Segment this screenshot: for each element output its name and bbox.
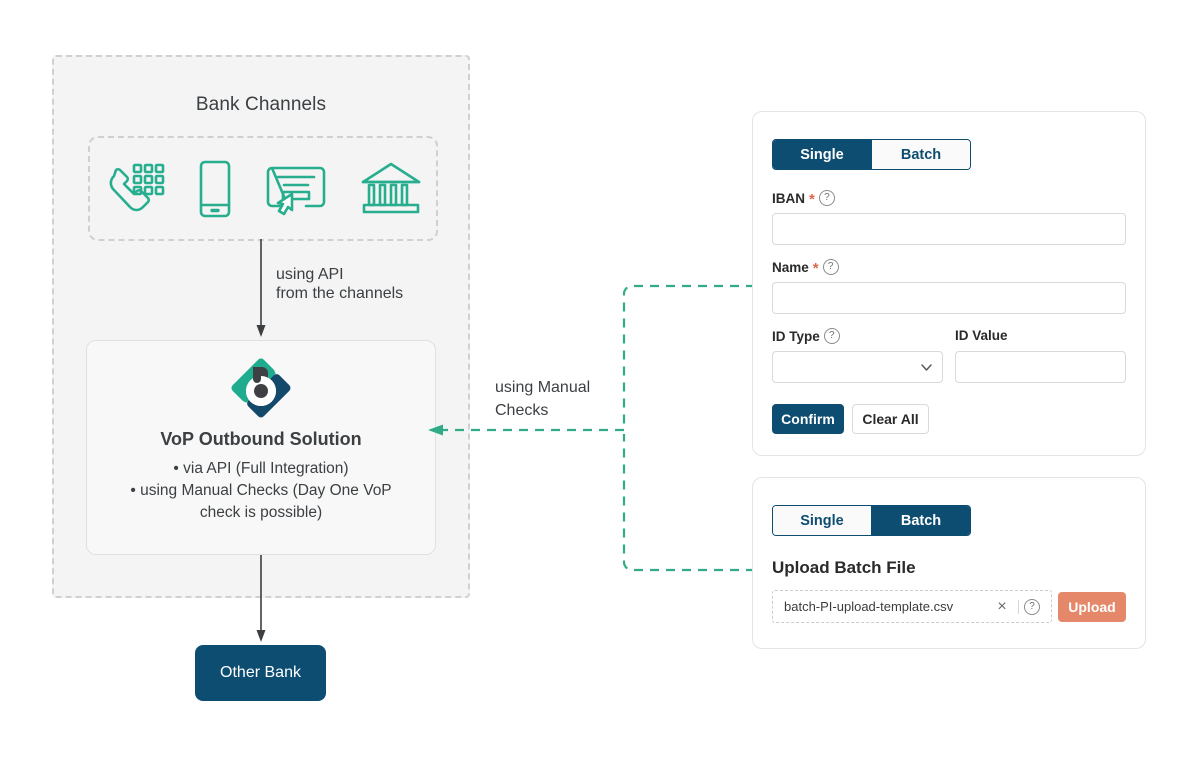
arrow-vop-to-other-bank — [256, 555, 266, 642]
iban-label-text: IBAN — [772, 190, 805, 206]
id-type-help-icon[interactable]: ? — [823, 328, 840, 344]
tab-single-active[interactable]: Single — [773, 140, 871, 169]
other-bank-box: Other Bank — [195, 645, 326, 701]
name-label-text: Name — [772, 259, 809, 275]
vop-bullets: • via API (Full Integration) • using Man… — [103, 458, 419, 524]
iban-required-star: * — [809, 191, 815, 208]
iban-label: IBAN * ? — [772, 190, 835, 208]
name-help-icon[interactable]: ? — [822, 259, 839, 275]
name-input[interactable] — [772, 282, 1126, 314]
upload-button[interactable]: Upload — [1058, 592, 1126, 622]
other-bank-label: Other Bank — [220, 664, 301, 681]
uploaded-file-name: batch-PI-upload-template.csv — [784, 599, 954, 614]
name-required-star: * — [812, 260, 819, 277]
label-using-api: using API from the channels — [276, 266, 404, 302]
name-label: Name * ? — [772, 259, 839, 277]
arrow-channels-to-vop — [256, 239, 266, 337]
segment-divider — [871, 140, 872, 169]
vop-bullet-2: • using Manual Checks (Day One VoP — [130, 482, 392, 499]
vop-bullet-1: • via API (Full Integration) — [173, 460, 349, 477]
id-value-input[interactable] — [955, 351, 1126, 383]
file-drop-zone[interactable]: batch-PI-upload-template.csv × ? — [772, 590, 1052, 623]
divider — [1018, 599, 1019, 614]
vop-outbound-solution-card: VoP Outbound Solution • via API (Full In… — [86, 340, 436, 555]
upload-batch-file-title: Upload Batch File — [772, 558, 916, 577]
id-type-label-text: ID Type — [772, 328, 820, 344]
segment-divider — [871, 506, 872, 535]
close-icon[interactable]: × — [997, 597, 1007, 615]
clear-all-button[interactable]: Clear All — [852, 404, 929, 434]
label-manual-checks: using Manual Checks — [495, 379, 591, 419]
chevron-down-icon — [921, 364, 932, 371]
id-type-label: ID Type ? — [772, 328, 840, 344]
iban-input[interactable] — [772, 213, 1126, 245]
vop-bullet-3: check is possible) — [199, 504, 323, 521]
channel-icons-container — [88, 136, 438, 241]
vop-logo — [87, 355, 435, 421]
upload-help-icon[interactable]: ? — [1024, 598, 1040, 615]
bank-channels-title: Bank Channels — [195, 94, 327, 115]
phone-keypad-icon — [104, 158, 166, 220]
tab-single-inactive[interactable]: Single — [773, 506, 871, 535]
iban-help-icon[interactable]: ? — [818, 190, 835, 206]
bank-building-icon — [359, 158, 423, 220]
id-value-label-text: ID Value — [955, 328, 1008, 343]
mode-toggle-batch-panel[interactable]: Single Batch — [772, 505, 971, 536]
mobile-phone-icon — [193, 158, 237, 220]
id-type-select[interactable] — [772, 351, 943, 383]
confirm-button[interactable]: Confirm — [772, 404, 844, 434]
vop-title: VoP Outbound Solution — [160, 429, 362, 449]
tab-batch-inactive[interactable]: Batch — [872, 140, 970, 169]
manual-checks-connector — [428, 284, 755, 572]
tab-batch-active[interactable]: Batch — [872, 506, 970, 535]
id-value-label: ID Value — [955, 328, 1008, 343]
online-form-click-icon — [264, 158, 332, 220]
mode-toggle-single-panel[interactable]: Single Batch — [772, 139, 971, 170]
